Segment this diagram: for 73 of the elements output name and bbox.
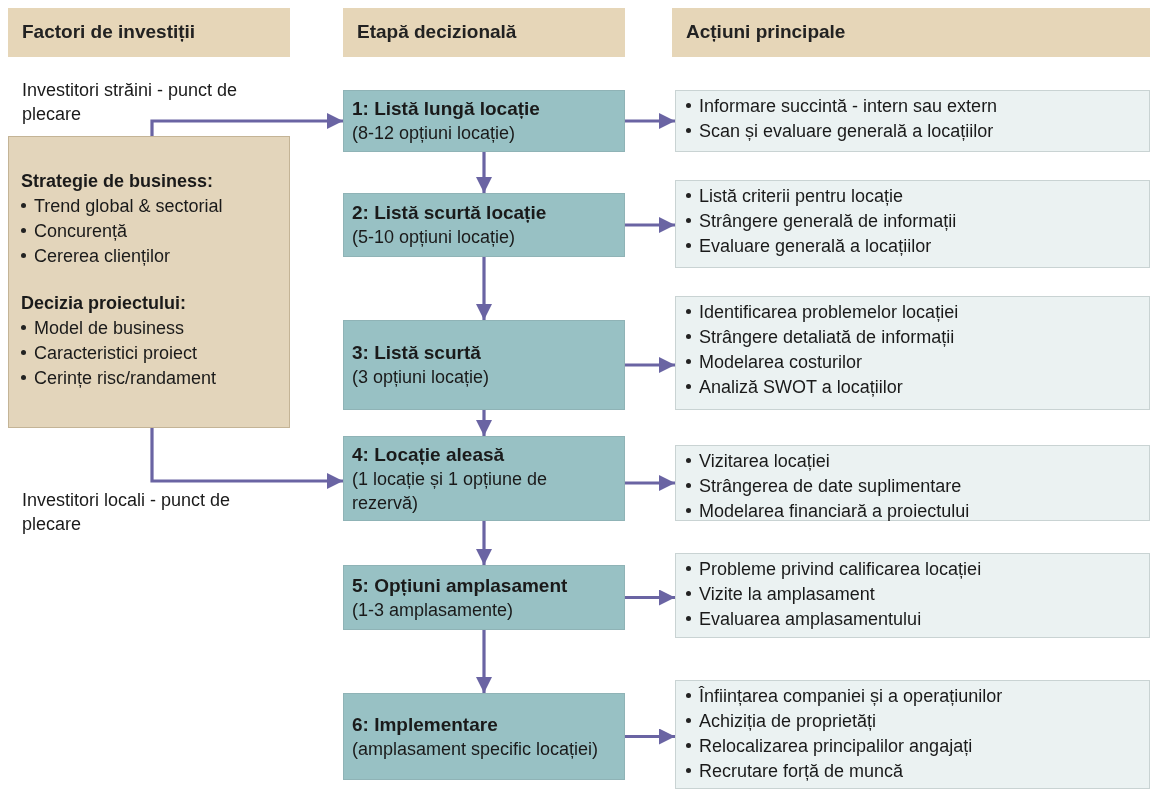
stage-subtitle: (amplasament specific locației) — [352, 737, 599, 761]
action-item: Achiziția de proprietăți — [699, 710, 877, 733]
stage-title: 6: Implementare — [352, 712, 499, 737]
section-heading: Strategie de business: — [21, 170, 215, 193]
arrow — [150, 113, 343, 136]
stage-box — [343, 320, 625, 410]
stage-box — [343, 565, 625, 630]
actions-box — [675, 553, 1150, 638]
action-item: Evaluarea amplasamentului — [699, 608, 922, 631]
stage-subtitle: (1 locație și 1 opțiune de rezervă) — [352, 467, 549, 515]
action-item: Vizite la amplasament — [699, 583, 875, 606]
column-heading: Etapă decizională — [357, 20, 517, 45]
action-item: Strângere detaliată de informații — [699, 326, 955, 349]
stage-title: 5: Opțiuni amplasament — [352, 573, 568, 598]
arrow — [625, 357, 675, 373]
action-item: Modelarea costurilor — [699, 351, 863, 374]
arrow — [625, 217, 675, 233]
action-item: Recrutare forță de muncă — [699, 760, 904, 783]
actions-box — [675, 296, 1150, 410]
arrow — [625, 475, 675, 491]
action-item: Evaluare generală a locațiilor — [699, 235, 932, 258]
stage-subtitle: (5-10 opțiuni locație) — [352, 226, 517, 249]
action-item: Înființarea companiei și a operațiunilor — [699, 685, 1003, 708]
stage-title: 1: Listă lungă locație — [352, 97, 540, 121]
arrow — [476, 410, 492, 436]
column-header — [343, 8, 625, 57]
stage-title: 4: Locație aleasă — [352, 442, 506, 467]
factor-item: Trend global & sectorial — [34, 195, 223, 218]
arrow — [625, 113, 675, 129]
action-item: Vizitarea locației — [699, 450, 830, 473]
arrow — [476, 521, 492, 565]
stage-subtitle: (1-3 amplasamente) — [352, 598, 515, 622]
factor-item: Caracteristici proiect — [34, 342, 198, 365]
column-heading: Acțiuni principale — [686, 20, 846, 45]
stage-box — [343, 193, 625, 257]
action-item: Scan și evaluare generală a locațiilor — [699, 120, 994, 143]
arrow — [476, 152, 492, 193]
actions-box — [675, 180, 1150, 268]
stage-box — [343, 693, 625, 780]
factor-item: Concurență — [34, 220, 128, 243]
arrow — [476, 630, 492, 693]
action-item: Informare succintă - intern sau extern — [699, 95, 998, 118]
start-point-label: Investitori străini - punct de plecare — [22, 79, 239, 126]
action-item: Relocalizarea principalilor angajați — [699, 735, 973, 758]
arrow — [476, 257, 492, 320]
action-item: Listă criterii pentru locație — [699, 185, 904, 208]
arrow — [150, 428, 343, 489]
action-item: Identificarea problemelor locației — [699, 301, 959, 324]
action-item: Probleme privind calificarea locației — [699, 558, 982, 581]
stage-subtitle: (3 opțiuni locație) — [352, 366, 490, 389]
stage-title: 3: Listă scurtă — [352, 341, 482, 365]
factor-item: Cerințe risc/randament — [34, 367, 217, 390]
column-heading: Factori de investiții — [22, 20, 196, 45]
factor-item: Cererea clienților — [34, 245, 171, 268]
arrow — [625, 728, 675, 745]
action-item: Modelarea financiară a proiectului — [699, 500, 970, 523]
column-header — [8, 8, 290, 57]
factors-box — [8, 136, 290, 428]
action-item: Strângerea de date suplimentare — [699, 475, 962, 498]
factor-item: Model de business — [34, 317, 185, 340]
column-header — [672, 8, 1150, 57]
stage-box — [343, 436, 625, 521]
arrow — [625, 589, 675, 606]
actions-box — [675, 90, 1150, 152]
section-heading: Decizia proiectului: — [21, 292, 188, 315]
stage-title: 2: Listă scurtă locație — [352, 201, 547, 225]
stage-subtitle: (8-12 opțiuni locație) — [352, 122, 517, 145]
action-item: Analiză SWOT a locațiilor — [699, 376, 903, 399]
stage-box — [343, 90, 625, 152]
start-point-label: Investitori locali - punct de plecare — [22, 489, 232, 536]
action-item: Strângere generală de informații — [699, 210, 957, 233]
actions-box — [675, 680, 1150, 789]
actions-box — [675, 445, 1150, 521]
